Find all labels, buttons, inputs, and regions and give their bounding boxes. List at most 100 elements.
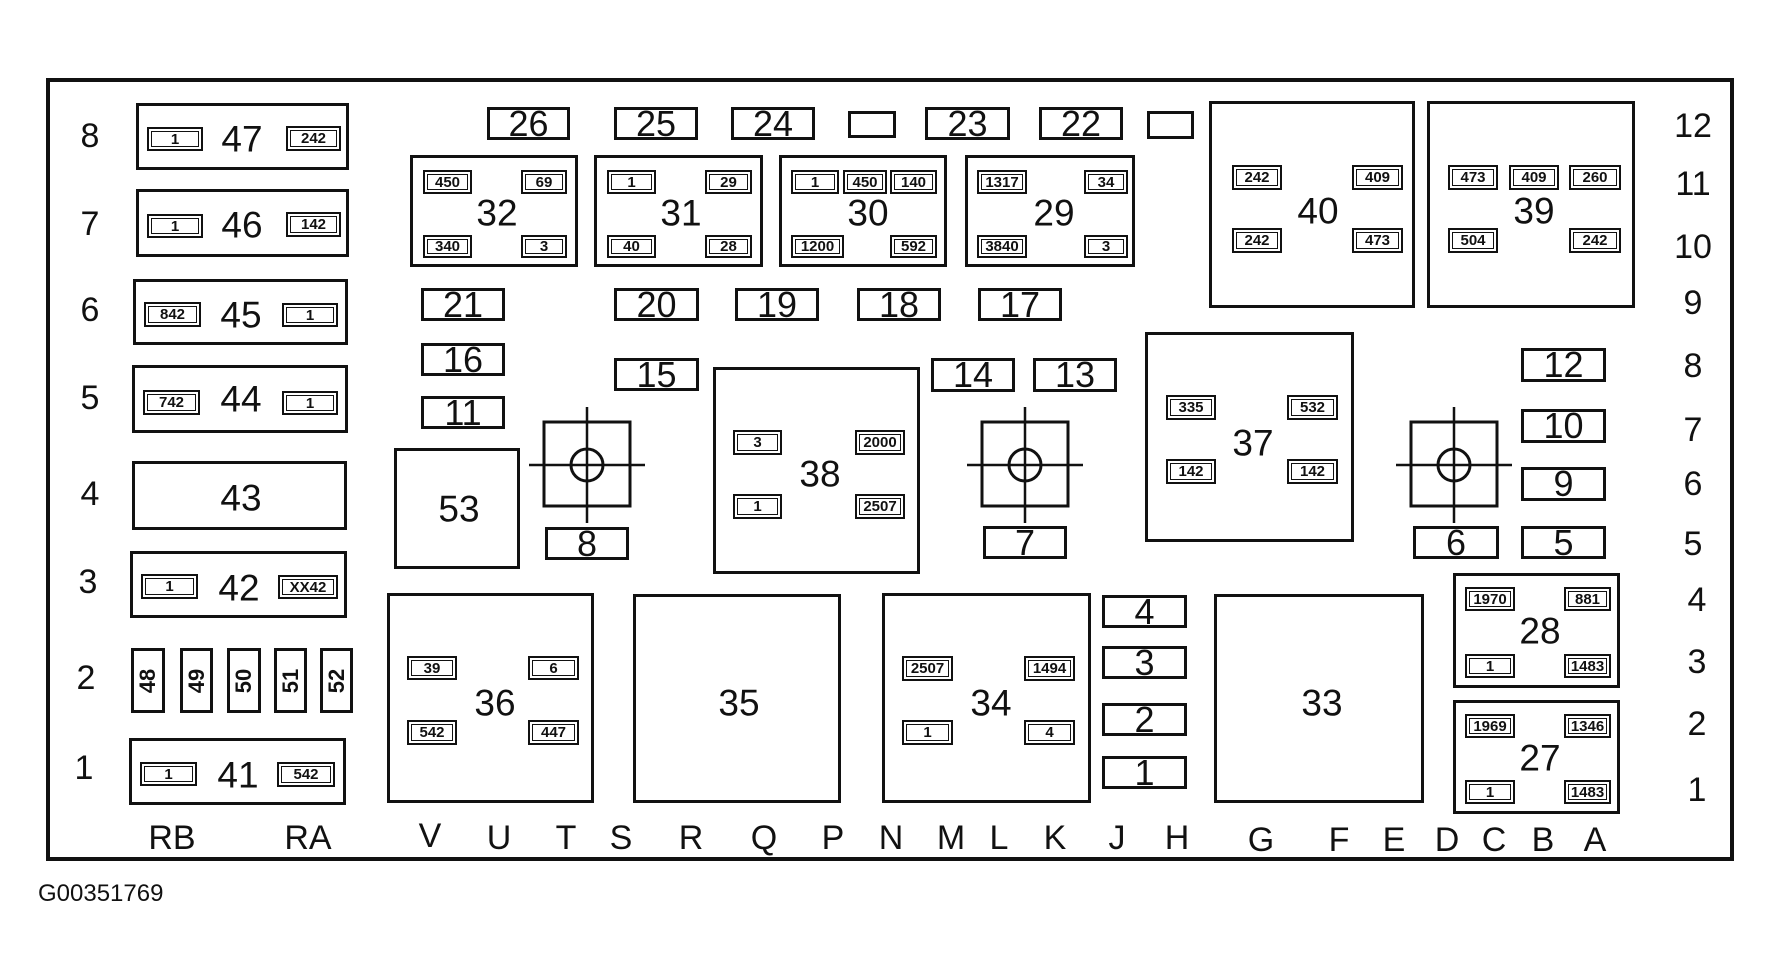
terminal: 3 bbox=[1084, 235, 1128, 258]
mounting-stud-icon bbox=[967, 407, 1083, 523]
fuse-15: 15 bbox=[614, 356, 699, 392]
terminal: 28 bbox=[705, 235, 752, 258]
fuse-6: 6 bbox=[1413, 524, 1499, 560]
terminal: 1346 bbox=[1564, 714, 1611, 738]
terminal: 592 bbox=[890, 235, 937, 258]
relay-45: 842 45 1 bbox=[133, 279, 348, 345]
relay-39: 473 409 260 39 504 242 bbox=[1427, 101, 1635, 308]
terminal: 1 bbox=[147, 214, 203, 238]
terminal: 504 bbox=[1448, 228, 1498, 253]
terminal: 1200 bbox=[791, 235, 844, 258]
terminal: XX42 bbox=[278, 575, 338, 599]
terminal: 1 bbox=[791, 170, 839, 194]
fuse-5: 5 bbox=[1521, 524, 1606, 560]
fuse-9: 9 bbox=[1521, 466, 1606, 502]
column-label: N bbox=[878, 819, 904, 857]
terminal: 1494 bbox=[1024, 656, 1075, 681]
terminal: 1 bbox=[1465, 654, 1515, 678]
fuse-20: 20 bbox=[614, 286, 699, 322]
fuse-24: 24 bbox=[731, 105, 815, 141]
fuse-10: 10 bbox=[1521, 408, 1606, 444]
relay-number: 42 bbox=[218, 567, 260, 609]
terminal: 881 bbox=[1564, 587, 1611, 611]
row-label: 2 bbox=[76, 659, 96, 697]
column-label: K bbox=[1043, 819, 1067, 857]
fuse-50: 50 bbox=[227, 648, 261, 713]
terminal: 260 bbox=[1569, 165, 1621, 190]
column-label: P bbox=[821, 819, 845, 857]
column-label: RA bbox=[284, 819, 332, 857]
relay-40: 242 409 40 242 473 bbox=[1209, 101, 1415, 308]
terminal: 242 bbox=[286, 126, 341, 151]
column-label: L bbox=[989, 819, 1009, 857]
terminal: 2000 bbox=[855, 430, 905, 455]
relay-number: 46 bbox=[221, 204, 263, 246]
fuse-11: 11 bbox=[421, 394, 505, 430]
column-label: Q bbox=[750, 819, 778, 857]
terminal: 447 bbox=[528, 720, 579, 745]
terminal: 1483 bbox=[1564, 654, 1611, 678]
row-label: 11 bbox=[1675, 165, 1711, 203]
row-label: 2 bbox=[1687, 705, 1707, 743]
row-label: 9 bbox=[1683, 284, 1703, 322]
row-label: 6 bbox=[80, 291, 100, 329]
empty-fuse-slot bbox=[1147, 111, 1194, 139]
terminal: 742 bbox=[143, 390, 200, 415]
fuse-23: 23 bbox=[925, 105, 1010, 141]
fuse-48: 48 bbox=[131, 648, 165, 713]
relay-29: 1317 34 29 3840 3 bbox=[965, 155, 1135, 267]
terminal: 473 bbox=[1352, 228, 1403, 253]
column-label: G bbox=[1247, 821, 1275, 859]
column-label: R bbox=[678, 819, 704, 857]
terminal: 340 bbox=[423, 235, 472, 258]
relay-number: 41 bbox=[217, 754, 259, 796]
terminal: 1 bbox=[282, 391, 338, 415]
column-label: E bbox=[1382, 821, 1406, 859]
fuse-8: 8 bbox=[545, 525, 629, 561]
terminal: 409 bbox=[1352, 165, 1403, 190]
fuse-22: 22 bbox=[1039, 105, 1123, 141]
relay-38: 3 2000 38 1 2507 bbox=[713, 367, 920, 574]
column-label: J bbox=[1108, 819, 1126, 857]
fuse-4: 4 bbox=[1102, 593, 1187, 629]
terminal: 242 bbox=[1232, 228, 1282, 253]
relay-27: 1969 1346 27 1 1483 bbox=[1453, 700, 1620, 814]
fuse-3: 3 bbox=[1102, 644, 1187, 680]
relay-number: 45 bbox=[220, 294, 262, 336]
row-label: 1 bbox=[74, 749, 94, 787]
terminal: 1 bbox=[141, 574, 198, 599]
terminal: 142 bbox=[1166, 459, 1216, 484]
terminal: 335 bbox=[1166, 395, 1216, 420]
terminal: 1 bbox=[282, 303, 338, 327]
relay-37: 335 532 37 142 142 bbox=[1145, 332, 1354, 542]
terminal: 1483 bbox=[1564, 780, 1611, 804]
terminal: 4 bbox=[1024, 720, 1075, 745]
terminal: 142 bbox=[286, 212, 341, 237]
terminal: 29 bbox=[705, 170, 752, 194]
terminal: 142 bbox=[1287, 459, 1338, 484]
fuse-18: 18 bbox=[857, 286, 941, 322]
relay-28: 1970 881 28 1 1483 bbox=[1453, 573, 1620, 688]
terminal: 842 bbox=[144, 302, 201, 327]
row-label: 7 bbox=[80, 205, 100, 243]
column-label: RB bbox=[148, 819, 196, 857]
terminal: 450 bbox=[423, 170, 472, 194]
relay-number: 44 bbox=[220, 378, 262, 420]
block-53: 53 bbox=[394, 448, 520, 569]
fuse-52: 52 bbox=[320, 648, 353, 713]
fuse-7: 7 bbox=[983, 524, 1067, 560]
fuse-12: 12 bbox=[1521, 347, 1606, 383]
fuse-box-outline bbox=[46, 78, 1734, 861]
terminal: 3 bbox=[733, 430, 782, 455]
fuse-21: 21 bbox=[421, 286, 505, 322]
row-label: 4 bbox=[1687, 581, 1707, 619]
terminal: 1 bbox=[607, 170, 656, 194]
terminal: 140 bbox=[890, 170, 937, 194]
fuse-14: 14 bbox=[931, 357, 1015, 393]
relay-number: 32 bbox=[476, 192, 518, 234]
terminal: 450 bbox=[843, 170, 887, 194]
column-label: M bbox=[936, 819, 966, 857]
fuse-25: 25 bbox=[614, 105, 698, 141]
terminal: 1 bbox=[902, 720, 953, 745]
column-label: T bbox=[555, 819, 577, 857]
